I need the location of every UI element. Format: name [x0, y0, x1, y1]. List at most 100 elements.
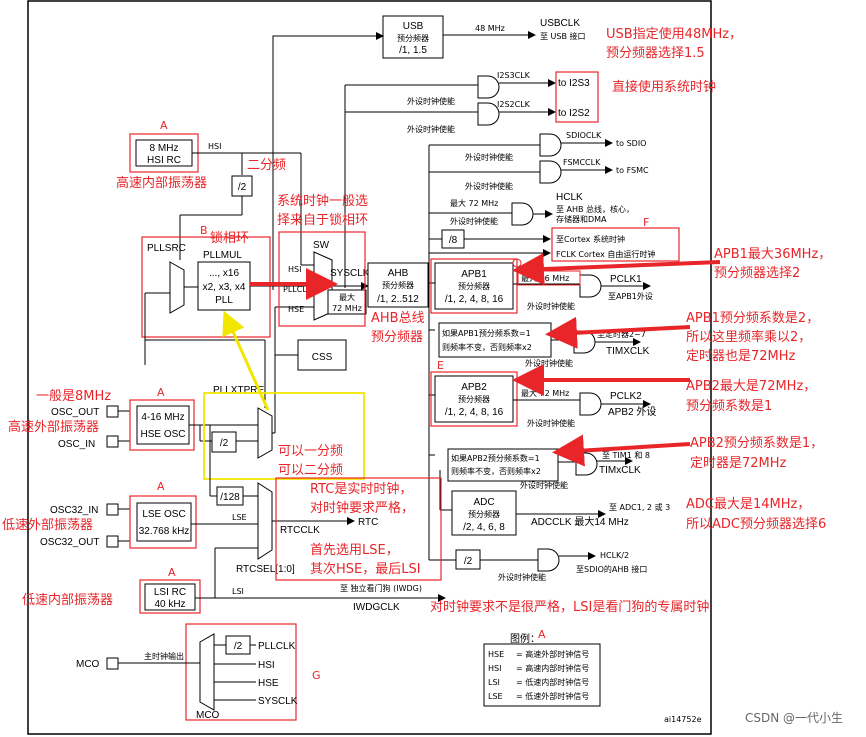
svg-text:PLLSRC: PLLSRC [147, 243, 186, 254]
svg-text:I2S2CLK: I2S2CLK [497, 100, 531, 109]
apb1-max-note-1: APB1最大36MHz， [714, 247, 831, 262]
svg-text:HSI: HSI [288, 265, 301, 274]
xtpre-note-2: 可以二分频 [278, 463, 343, 478]
svg-text:/1, 2, 4, 8, 16: /1, 2, 4, 8, 16 [445, 407, 504, 418]
svg-text:= 高速内部时钟信号: = 高速内部时钟信号 [516, 663, 589, 673]
sys-note-2: 择来自于锁相环 [277, 212, 368, 228]
svg-text:/1, 1.5: /1, 1.5 [399, 45, 427, 56]
svg-text:至APB1外设: 至APB1外设 [608, 291, 653, 301]
svg-text:预分频器: 预分频器 [397, 33, 429, 43]
svg-text:OSC_OUT: OSC_OUT [51, 407, 99, 418]
svg-text:外设时钟使能: 外设时钟使能 [450, 216, 498, 226]
svg-text:HSI: HSI [258, 660, 275, 671]
svg-text:/2, 4, 6, 8: /2, 4, 6, 8 [463, 522, 505, 533]
svg-text:A: A [538, 628, 546, 641]
svg-text:= 低速内部时钟信号: = 低速内部时钟信号 [516, 677, 589, 687]
svg-text:TIMXCLK: TIMXCLK [606, 346, 650, 357]
svg-text:预分频器: 预分频器 [458, 394, 490, 404]
apb2-timer-mult: 如果APB2预分频系数=1 则频率不变，否则频率x2 至 TIM1 和 8 TI… [429, 448, 650, 490]
rtcsel-mux [257, 482, 273, 560]
svg-text:E: E [437, 359, 444, 372]
svg-text:F: F [643, 216, 649, 229]
lsi-note: 低速内部振荡器 [22, 592, 113, 608]
svg-text:SYSCLK: SYSCLK [258, 696, 298, 707]
svg-text:TIMxCLK: TIMxCLK [599, 465, 641, 476]
svg-text:外设时钟使能: 外设时钟使能 [407, 124, 455, 134]
pllxtpre-mux [257, 407, 273, 459]
svg-text:至 ADC1, 2 或 3: 至 ADC1, 2 或 3 [609, 502, 670, 512]
usbclk-sub: 至 USB 接口 [540, 31, 586, 41]
svg-text:= 低速外部时钟信号: = 低速外部时钟信号 [516, 691, 589, 701]
apb1-div-arrow [545, 316, 691, 349]
svg-text:A: A [157, 480, 165, 493]
svg-text:存储器和DMA: 存储器和DMA [556, 214, 607, 224]
rtcsel-label: RTCSEL[1:0] [236, 564, 295, 575]
rtcclk-label: RTCCLK [280, 525, 320, 536]
svg-text:to SDIO: to SDIO [616, 139, 646, 148]
svg-text:8 MHz: 8 MHz [150, 143, 179, 154]
fsmc-clock: FSMCCLK to FSMC 外设时钟使能 [429, 158, 649, 191]
hse-note-1: 一般是8MHz [36, 388, 111, 404]
apb1-div-note-2: 所以这里频率乘以2， [686, 329, 811, 345]
svg-text:至Cortex 系统时钟: 至Cortex 系统时钟 [556, 234, 625, 244]
rtc-note-1: RTC是实时时钟， [310, 481, 412, 497]
svg-text:至SDIO的AHB 接口: 至SDIO的AHB 接口 [576, 564, 647, 574]
svg-text:PCLK1: PCLK1 [610, 274, 642, 285]
svg-text:预分频器: 预分频器 [382, 280, 414, 290]
apb1-timer-mult: 如果APB1预分频系数=1 则频率不变，否则频率x2 至定时器2~7 TIMXC… [429, 322, 650, 368]
hse-osc: 一般是8MHz 高速外部振荡器 OSC_OUT OSC_IN 4-16 MHz … [8, 386, 195, 451]
svg-text:/2: /2 [464, 556, 473, 567]
hsi-note: 高速内部振荡器 [116, 175, 207, 191]
svg-text:外设时钟使能: 外设时钟使能 [520, 480, 568, 490]
cortex-clocks: /8 至Cortex 系统时钟 FCLK Cortex 自由运行时钟 F [429, 216, 680, 262]
svg-text:LSI: LSI [232, 587, 244, 596]
apb1-max-arrow [512, 253, 721, 286]
svg-text:A: A [160, 119, 168, 132]
iwdg-note: 对时钟要求不是很严格，LSI是看门狗的专属时钟 [430, 599, 709, 615]
ahb-prescaler: AHB 预分频器 /1, 2..512 [367, 262, 429, 308]
usb-prescaler: USB 预分频器 /1, 1.5 [382, 15, 444, 59]
iwdgclk-label: IWDGCLK [353, 602, 400, 613]
svg-text:SYSCLK: SYSCLK [330, 268, 370, 279]
pllxtpre-highlight [203, 392, 365, 480]
svg-text:外设时钟使能: 外设时钟使能 [527, 301, 575, 311]
svg-text:MCO: MCO [76, 659, 100, 670]
sdio-clock: SDIOCLK to SDIO 外设时钟使能 [429, 131, 646, 162]
svg-text:USB: USB [403, 21, 424, 32]
hclk-output: 最大 72 MHz 外设时钟使能 HCLK 至 AHB 总线，核心， 存储器和D… [429, 192, 634, 226]
svg-text:APB2: APB2 [461, 382, 487, 393]
svg-text:OSC32_IN: OSC32_IN [50, 505, 98, 516]
rtc-note-3: 首先选用LSE， [310, 543, 399, 558]
svg-text:AHB: AHB [388, 268, 409, 279]
usb-note-2: 预分频器选择1.5 [606, 46, 705, 61]
svg-text:则频率不变，否则频率x2: 则频率不变，否则频率x2 [442, 342, 532, 352]
apb2-div-arrow [552, 434, 691, 467]
svg-text:/2: /2 [238, 182, 247, 193]
svg-text:APB2 外设: APB2 外设 [608, 406, 656, 418]
svg-text:LSI: LSI [488, 678, 500, 687]
svg-text:HSI: HSI [208, 142, 221, 151]
hclk2-output: /2 HCLK/2 至SDIO的AHB 接口 外设时钟使能 [429, 548, 647, 582]
svg-text:外设时钟使能: 外设时钟使能 [525, 358, 573, 368]
svg-text:72 MHz: 72 MHz [332, 304, 362, 313]
adc-note-1: ADC最大是14MHz， [686, 497, 810, 512]
svg-text:OSC_IN: OSC_IN [58, 439, 95, 450]
svg-text:HCLK/2: HCLK/2 [600, 551, 629, 560]
xtpre-note-1: 可以一分频 [278, 444, 343, 459]
iwdg-to: 至 独立看门狗 (IWDG) [340, 583, 422, 593]
svg-text:I2S3CLK: I2S3CLK [497, 71, 531, 80]
svg-text:外设时钟使能: 外设时钟使能 [407, 96, 455, 106]
svg-text:最大 36 MHz: 最大 36 MHz [521, 273, 569, 283]
lsi-rc: 低速内部振荡器 LSI RC 40 kHz A [22, 566, 201, 614]
svg-text:LSE: LSE [232, 513, 247, 522]
svg-text:至 TIM1 和 8: 至 TIM1 和 8 [602, 451, 650, 460]
svg-text:SDIOCLK: SDIOCLK [566, 131, 602, 140]
svg-text:如果APB1预分频系数=1: 如果APB1预分频系数=1 [442, 328, 531, 338]
hse-note-2: 高速外部振荡器 [8, 419, 99, 435]
css-label: CSS [312, 352, 333, 363]
hse-div2 [211, 431, 237, 453]
usb-note-1: USB指定使用48MHz， [606, 26, 742, 42]
apb2-div-note-2: 定时器是72MHz [690, 456, 787, 471]
svg-text:HSE: HSE [288, 305, 304, 314]
apb1-div-note-3: 定时器也是72MHz [686, 349, 796, 364]
